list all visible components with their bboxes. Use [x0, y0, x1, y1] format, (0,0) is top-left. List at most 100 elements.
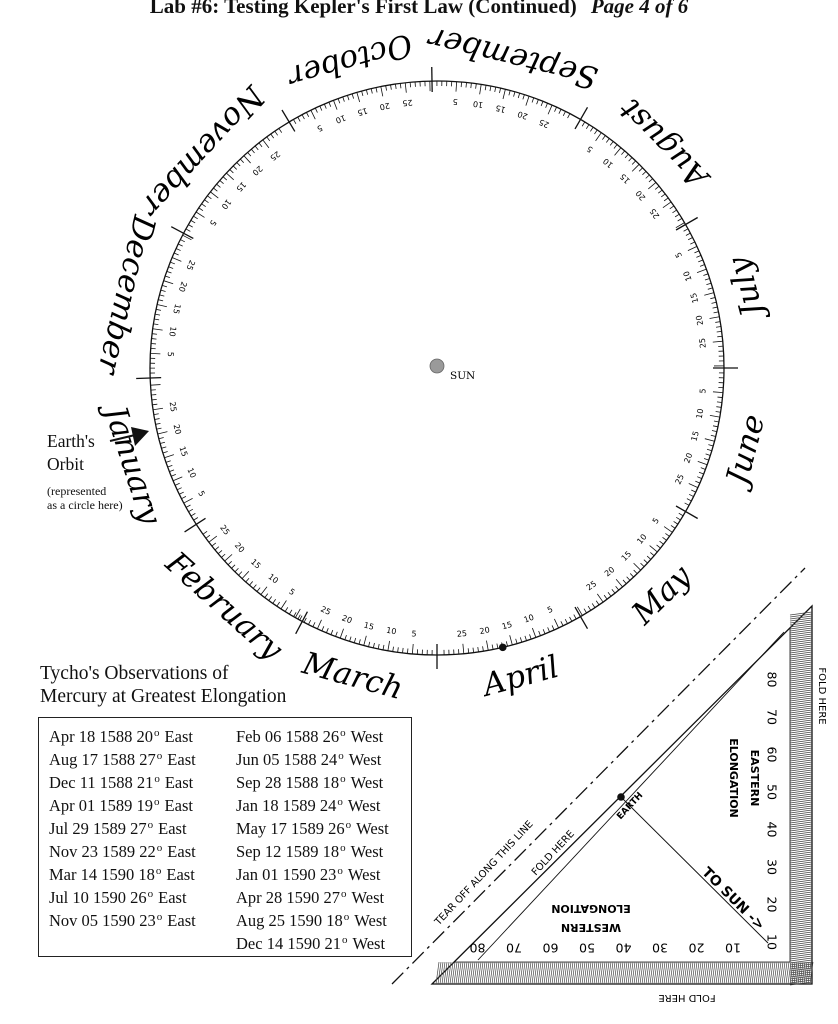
day-label: 25 — [402, 98, 413, 108]
day-tick — [175, 248, 181, 251]
earth-orbit-label-line: Orbit — [47, 454, 84, 474]
scale-hatch — [789, 779, 813, 784]
day-tick — [538, 630, 541, 636]
scale-hatch — [789, 617, 813, 622]
scale-hatch — [789, 841, 813, 846]
scale-hatch — [519, 961, 524, 985]
day-tick — [709, 316, 720, 319]
scale-hatch — [789, 869, 813, 874]
day-tick — [181, 496, 187, 500]
day-tick — [494, 86, 497, 93]
scale-hatch — [789, 677, 813, 682]
scale-hatch — [763, 961, 768, 985]
scale-hatch — [773, 961, 778, 985]
day-label: 15 — [363, 621, 375, 632]
day-tick — [662, 201, 672, 209]
day-tick — [477, 646, 479, 653]
scale-hatch — [447, 961, 452, 985]
scale-hatch — [789, 715, 813, 720]
day-tick — [193, 517, 199, 521]
day-tick — [182, 234, 192, 241]
day-label: 20 — [379, 101, 391, 112]
arrow-head-icon — [131, 427, 149, 446]
scale-hatch — [789, 819, 813, 824]
scale-hatch — [611, 961, 616, 985]
scale-hatch — [789, 829, 813, 834]
scale-hatch — [789, 903, 813, 908]
scale-hatch — [467, 961, 472, 985]
day-label: 25 — [168, 401, 178, 412]
scale-hatch — [537, 961, 542, 985]
day-tick — [573, 614, 577, 620]
scale-hatch — [549, 961, 554, 985]
scale-hatch — [463, 961, 468, 985]
scale-hatch — [693, 961, 698, 985]
day-tick — [496, 643, 499, 649]
day-label: 10 — [601, 156, 615, 169]
day-label: 15 — [171, 303, 182, 315]
day-tick — [153, 323, 159, 326]
day-tick — [547, 104, 553, 115]
day-tick — [615, 579, 623, 588]
scale-hatch — [789, 959, 813, 964]
day-tick — [688, 493, 694, 497]
day-label: 15 — [501, 620, 513, 631]
observation-direction: West — [350, 842, 384, 861]
scale-hatch — [453, 961, 458, 985]
observation-degrees: 18 — [138, 865, 155, 884]
day-tick — [629, 573, 634, 578]
scale-hatch — [789, 879, 813, 884]
day-tick — [567, 113, 571, 119]
scale-hatch — [789, 953, 813, 958]
day-label: 20 — [516, 109, 529, 121]
day-label: 20 — [603, 565, 617, 578]
day-tick — [658, 189, 663, 194]
day-tick — [595, 132, 602, 142]
day-tick — [221, 553, 226, 558]
to-sun-label: TO SUN -> — [698, 864, 767, 933]
scale-hatch — [465, 961, 470, 985]
scale-hatch — [789, 789, 813, 794]
day-tick — [306, 112, 310, 118]
day-label: 25 — [319, 604, 332, 616]
day-tick — [705, 453, 711, 456]
day-tick — [295, 608, 301, 618]
scale-hatch — [789, 859, 813, 864]
day-tick — [245, 577, 250, 583]
scale-hatch — [789, 947, 813, 952]
day-tick — [202, 530, 208, 535]
day-tick — [363, 635, 367, 646]
day-tick — [347, 95, 350, 101]
scale-hatch — [789, 631, 813, 636]
day-tick — [472, 647, 475, 653]
observation-date: Apr 01 1589 — [49, 796, 133, 815]
scale-hatch — [789, 747, 813, 752]
day-label: 10 — [682, 270, 694, 283]
day-tick — [272, 599, 276, 604]
month-name: March — [298, 645, 407, 707]
day-tick — [258, 142, 263, 148]
scale-hatch — [789, 917, 813, 922]
day-tick — [395, 83, 397, 90]
day-tick — [645, 174, 650, 179]
scale-number: 20 — [765, 897, 780, 913]
observation-direction: West — [350, 773, 384, 792]
day-label: 25 — [268, 149, 282, 162]
scale-number: 60 — [765, 747, 780, 763]
observation-date: Mar 14 1590 — [49, 865, 135, 884]
scale-hatch — [675, 961, 680, 985]
day-label: 10 — [220, 197, 233, 211]
scale-hatch — [707, 961, 712, 985]
scale-hatch — [789, 669, 813, 674]
scale-hatch — [789, 847, 813, 852]
elongation-label: ELONGATION — [551, 902, 631, 915]
scale-hatch — [789, 685, 813, 690]
day-tick — [560, 621, 564, 627]
day-label: 20 — [233, 541, 247, 555]
day-tick — [517, 93, 521, 99]
scale-hatch — [551, 961, 556, 985]
day-tick — [234, 567, 239, 573]
